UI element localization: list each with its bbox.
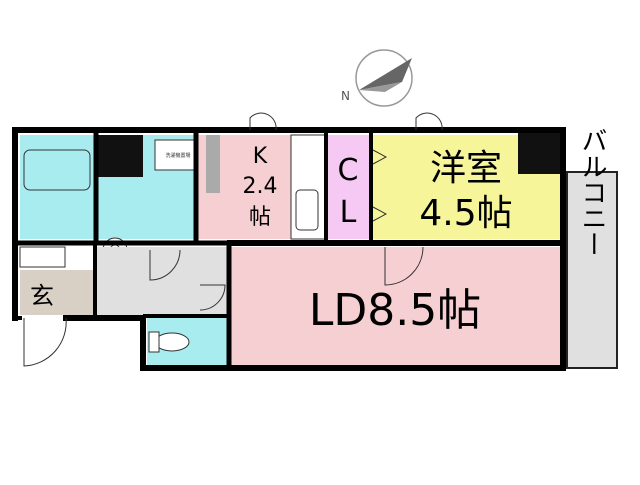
toilet-tank — [148, 331, 160, 353]
walls — [12, 127, 566, 371]
kitchen-label-k: K — [253, 144, 268, 169]
kitchen-sink — [295, 189, 319, 231]
balcony-label: バルコニー — [577, 127, 607, 257]
entrance-label: 玄 — [30, 282, 54, 310]
kitchen-label-size: 2.4 — [243, 174, 278, 199]
shoe-cabinet — [19, 246, 66, 268]
washer-space — [154, 139, 202, 171]
closet-label-l: L — [340, 195, 357, 230]
toilet-bowl — [154, 332, 190, 352]
entrance — [20, 270, 94, 315]
compass-rose: N — [341, 49, 413, 107]
kitchen-partition — [206, 135, 220, 193]
kitchen-label-unit: 帖 — [249, 205, 271, 230]
bathtub — [23, 149, 91, 191]
living-dining-label: LD8.5帖 — [309, 285, 481, 336]
compass-needle-shade — [359, 82, 402, 92]
hallway — [97, 247, 227, 315]
western-room-label-size: 4.5帖 — [419, 193, 512, 234]
compass-needle — [359, 58, 412, 90]
washer-space-label: 洗濯機置場 — [165, 152, 190, 159]
western-room-pillar — [518, 130, 563, 174]
washroom-pillar — [98, 135, 143, 177]
door-swings — [23, 112, 443, 367]
living-dining-room — [231, 247, 563, 365]
western-room-label-name: 洋室 — [430, 148, 502, 189]
closet-door-marker-upper — [372, 149, 388, 165]
closet — [328, 135, 370, 239]
compass-north-label: N — [341, 89, 350, 103]
closet-label-c: C — [338, 153, 359, 188]
balcony — [566, 171, 618, 369]
closet-door-marker-lower — [372, 206, 388, 222]
